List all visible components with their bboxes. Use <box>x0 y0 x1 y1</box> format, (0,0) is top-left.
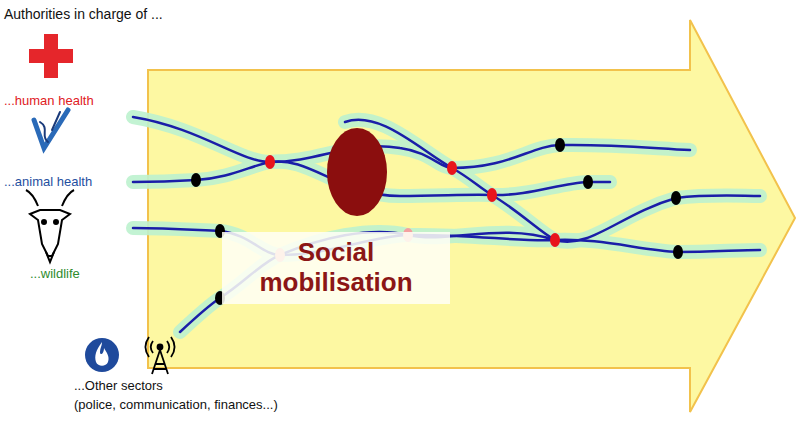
central-ellipse <box>327 128 387 216</box>
police-icon <box>85 338 119 372</box>
red-cross-icon <box>29 34 73 78</box>
node-label: Social mobilisation <box>236 238 436 298</box>
sector-label: ...animal health <box>4 174 92 190</box>
veterinary-icon <box>34 110 68 148</box>
blue-lines <box>133 117 760 332</box>
antenna-icon <box>145 337 175 374</box>
junction-dots <box>191 138 683 305</box>
process-arrow <box>148 20 795 412</box>
sector-label: ...Other sectors <box>74 378 163 394</box>
line-halos <box>133 117 760 332</box>
heading-label: Authorities in charge of ... <box>4 6 163 23</box>
sector-label: ...human health <box>4 93 94 109</box>
sector-label: (police, communication, finances...) <box>74 397 278 413</box>
sector-label: ...wildlife <box>30 266 80 282</box>
goat-icon <box>26 190 74 262</box>
mobilisation-box: Social mobilisation <box>222 232 450 304</box>
